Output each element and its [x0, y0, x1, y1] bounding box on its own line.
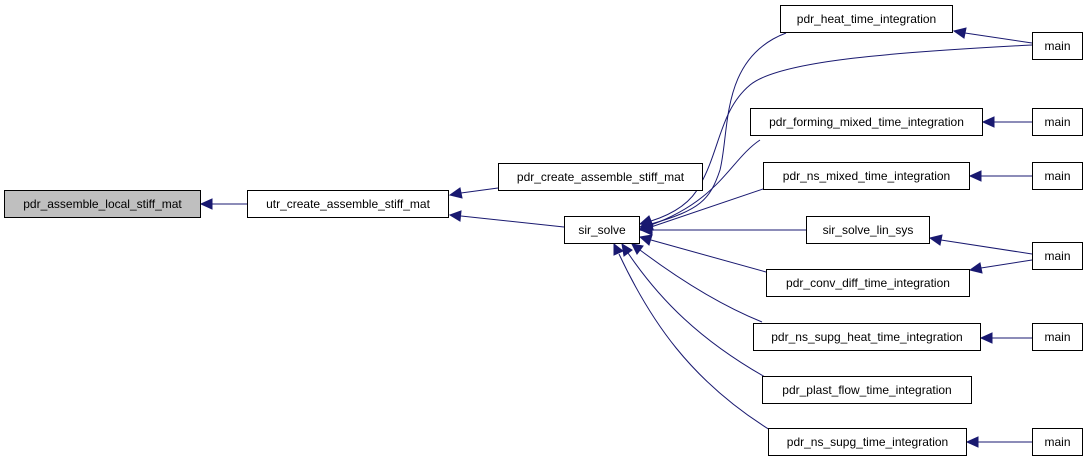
edge-sirsolve-to-utr-arrowhead: [448, 210, 462, 222]
node-label: pdr_ns_supg_time_integration: [787, 435, 948, 449]
node-pdr-ns-mixed-time-integration[interactable]: pdr_ns_mixed_time_integration: [763, 162, 970, 190]
edges: [199, 27, 1033, 448]
edge-supg-to-sirsolve: [618, 253, 771, 431]
edge-sirsolve-to-utr: [460, 215, 565, 228]
node-main-4[interactable]: main: [1032, 242, 1083, 270]
node-pdr-heat-time-integration[interactable]: pdr_heat_time_integration: [780, 5, 953, 33]
node-main-6[interactable]: main: [1032, 428, 1083, 456]
node-sir-solve[interactable]: sir_solve: [564, 216, 640, 244]
node-pdr-forming-mixed-time-integration[interactable]: pdr_forming_mixed_time_integration: [750, 108, 983, 136]
edge-plast-to-sirsolve: [627, 252, 766, 378]
node-label: sir_solve_lin_sys: [823, 223, 914, 237]
edge-main6-to-supg-arrowhead: [965, 436, 979, 448]
edge-main4-to-linsys: [940, 239, 1033, 255]
node-sir-solve-lin-sys[interactable]: sir_solve_lin_sys: [806, 216, 930, 244]
edge-main1-to-heat: [964, 32, 1033, 44]
node-label: main: [1044, 115, 1070, 129]
edge-main4-to-convdiff-arrowhead: [968, 262, 983, 274]
edge-supgheat-to-sirsolve-arrowhead: [631, 243, 644, 255]
node-pdr-conv-diff-time-integration[interactable]: pdr_conv_diff_time_integration: [766, 269, 970, 297]
edge-main2-to-forming-arrowhead: [981, 116, 995, 128]
node-label: pdr_conv_diff_time_integration: [786, 276, 950, 290]
edge-plast-to-sirsolve-arrowhead: [621, 243, 633, 257]
edge-main5-to-supgheat-arrowhead: [979, 332, 993, 344]
edge-heat-to-sirsolve: [650, 32, 787, 225]
edge-main4-to-linsys-arrowhead: [928, 234, 943, 246]
node-label: sir_solve: [578, 223, 626, 237]
node-main-2[interactable]: main: [1032, 108, 1083, 136]
edge-supg-to-sirsolve-arrowhead: [613, 242, 624, 256]
node-label: pdr_forming_mixed_time_integration: [769, 115, 964, 129]
edge-nsmixed-to-sirsolve: [650, 187, 767, 228]
edge-linsys-to-sirsolve-arrowhead: [639, 224, 653, 236]
edge-main1-to-sirsolve-arrowhead: [638, 215, 654, 227]
edge-pdrcreate-to-utr: [460, 187, 499, 194]
node-pdr-ns-supg-time-integration[interactable]: pdr_ns_supg_time_integration: [768, 428, 967, 456]
edge-main4-to-convdiff: [980, 259, 1033, 269]
node-label: pdr_ns_mixed_time_integration: [783, 169, 950, 183]
node-pdr-ns-supg-heat-time-integration[interactable]: pdr_ns_supg_heat_time_integration: [753, 323, 981, 351]
nodes: pdr_assemble_local_stiff_mat utr_create_…: [4, 5, 1083, 456]
node-label: main: [1044, 330, 1070, 344]
node-utr-create-assemble-stiff-mat[interactable]: utr_create_assemble_stiff_mat: [247, 190, 449, 218]
node-label: main: [1044, 435, 1070, 449]
node-pdr-assemble-local-stiff-mat[interactable]: pdr_assemble_local_stiff_mat: [4, 190, 201, 218]
edge-main3-to-nsmixed-arrowhead: [968, 170, 982, 182]
node-label: pdr_ns_supg_heat_time_integration: [771, 330, 962, 344]
node-label: main: [1044, 169, 1070, 183]
edge-convdiff-to-sirsolve: [650, 239, 767, 273]
edge-pdrcreate-to-utr-arrowhead: [448, 187, 463, 199]
node-main-1[interactable]: main: [1032, 32, 1083, 60]
node-label: main: [1044, 39, 1070, 53]
node-main-3[interactable]: main: [1032, 162, 1083, 190]
edge-utr-to-root-arrowhead: [199, 198, 213, 210]
node-label: pdr_plast_flow_time_integration: [782, 383, 951, 397]
edge-main1-to-sirsolve: [650, 44, 1033, 222]
node-main-5[interactable]: main: [1032, 323, 1083, 351]
node-label: main: [1044, 249, 1070, 263]
node-label: pdr_heat_time_integration: [797, 12, 936, 26]
node-label: pdr_assemble_local_stiff_mat: [23, 197, 182, 211]
edge-forming-to-sirsolve: [650, 139, 761, 226]
node-label: pdr_create_assemble_stiff_mat: [517, 170, 685, 184]
node-pdr-plast-flow-time-integration[interactable]: pdr_plast_flow_time_integration: [762, 376, 972, 404]
node-pdr-create-assemble-stiff-mat[interactable]: pdr_create_assemble_stiff_mat: [498, 163, 703, 191]
edge-main1-to-heat-arrowhead: [952, 27, 967, 39]
node-label: utr_create_assemble_stiff_mat: [266, 197, 431, 211]
edge-supgheat-to-sirsolve: [639, 249, 763, 323]
edge-convdiff-to-sirsolve-arrowhead: [638, 234, 653, 246]
